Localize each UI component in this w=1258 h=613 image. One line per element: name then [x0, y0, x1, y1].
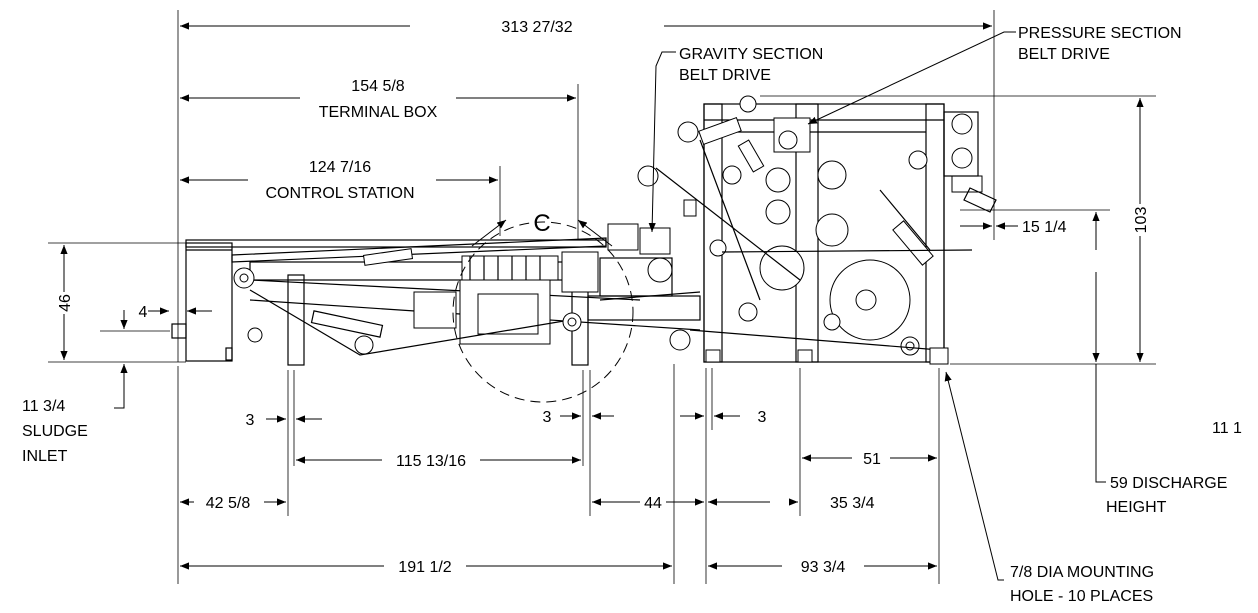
machine-outline: [171, 95, 997, 366]
gravity-drive-callout: GRAVITY SECTION BELT DRIVE: [648, 46, 823, 233]
span-44-dim: 44: [644, 495, 662, 512]
partial-11-dim: 11 1: [1212, 420, 1242, 437]
detail-letter: C: [533, 210, 550, 237]
span-35-dim: 35 3/4: [830, 495, 875, 512]
sludge-inlet-dim: 11 3/4: [22, 398, 65, 415]
discharge-height-dim: 59 DISCHARGE: [1110, 475, 1227, 492]
mounting-hole-line1: 7/8 DIA MOUNTING: [1010, 564, 1154, 581]
terminal-box-dim: 154 5/8: [351, 78, 404, 95]
gravity-section-frame: [185, 237, 701, 366]
pressure-callout-line1: PRESSURE SECTION: [1018, 25, 1182, 42]
inlet-frame: [171, 242, 233, 362]
span-93-dim: 93 3/4: [801, 559, 846, 576]
span-42-dim: 42 5/8: [206, 495, 251, 512]
leg-3-right-dim: 3: [758, 409, 767, 426]
gravity-callout-line1: GRAVITY SECTION: [679, 46, 823, 63]
leg-3-left-dim: 3: [246, 412, 255, 429]
side-15-dim: 15 1/4: [1022, 219, 1067, 236]
pressure-drive-callout: PRESSURE SECTION BELT DRIVE: [807, 25, 1182, 125]
overall-length-dim: 313 27/32: [501, 19, 572, 36]
control-station-label: CONTROL STATION: [265, 185, 414, 202]
span-115-dim: 115 13/16: [396, 453, 466, 470]
gravity-callout-line2: BELT DRIVE: [679, 67, 771, 84]
detail-c-callout: C: [452, 210, 634, 403]
gravity-drive-motor: [587, 223, 701, 321]
control-station-dim: 124 7/16: [309, 159, 371, 176]
right-dimensions: 15 1/4 103 59 DISCHARGE HEIGHT 11 1 7/8 …: [760, 95, 1242, 605]
leg-3-mid-dim: 3: [543, 409, 552, 426]
pressure-callout-line2: BELT DRIVE: [1018, 46, 1110, 63]
sludge-inlet-line2: INLET: [22, 448, 68, 465]
height-46-dim: 46: [57, 294, 74, 312]
height-103-dim: 103: [1133, 207, 1150, 234]
bottom-dimensions: 3 3 3 115 13/16 51 42 5/8 44 35 3/4: [177, 364, 940, 584]
terminal-box-label: TERMINAL BOX: [319, 104, 438, 121]
detail-circle: [452, 221, 634, 403]
top-dimensions: 313 27/32 154 5/8 TERMINAL BOX 124 7/16 …: [177, 10, 995, 362]
span-191-dim: 191 1/2: [398, 559, 451, 576]
pressure-section-frame: [637, 95, 997, 365]
sludge-inlet-line1: SLUDGE: [22, 423, 88, 440]
discharge-height-label: HEIGHT: [1106, 499, 1167, 516]
offset-4-dim: 4: [139, 304, 148, 321]
mounting-hole-line2: HOLE - 10 PLACES: [1010, 588, 1153, 605]
span-51-dim: 51: [863, 451, 881, 468]
left-dimensions: 46 4 11 3/4 SLUDGE INLET: [22, 242, 212, 465]
